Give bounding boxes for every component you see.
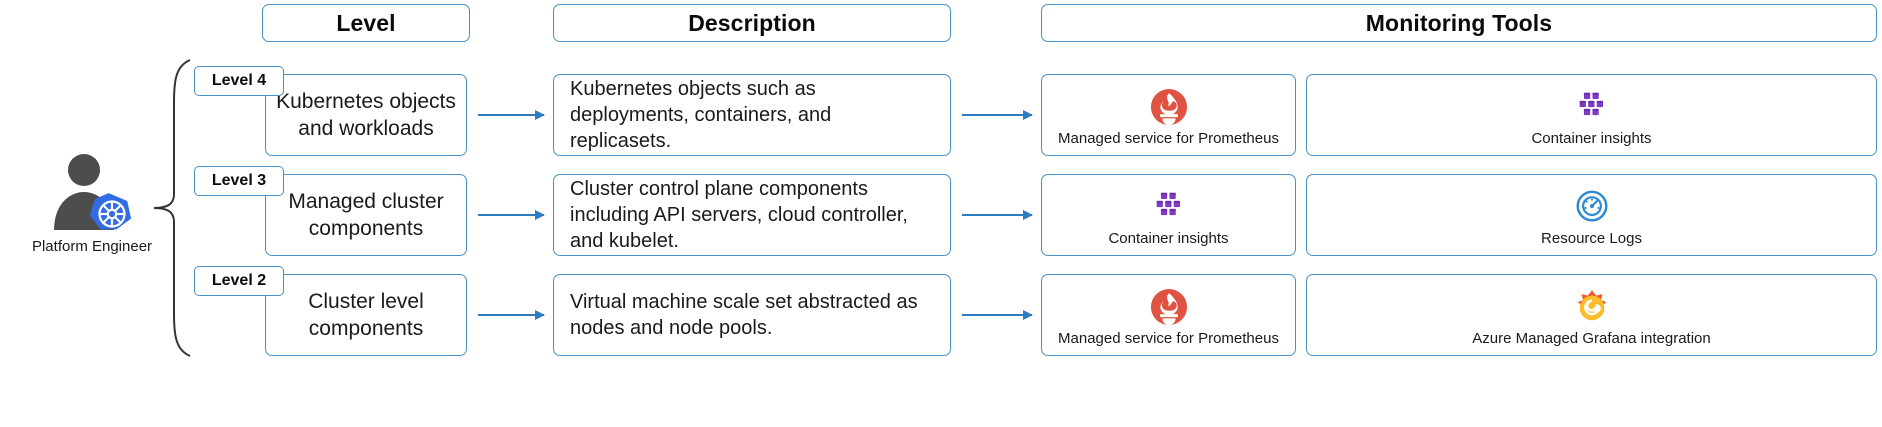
grouping-brace bbox=[153, 59, 191, 357]
tool-card-resource-logs[interactable]: Resource Logs bbox=[1306, 174, 1877, 256]
arrow-level-to-description bbox=[478, 310, 545, 320]
tool-card-container-insights[interactable]: Container insights bbox=[1306, 74, 1877, 156]
resource-logs-icon bbox=[1576, 190, 1607, 222]
tool-card-container-insights[interactable]: Container insights bbox=[1041, 174, 1296, 256]
column-header-level: Level bbox=[262, 4, 470, 42]
level-badge-label: Level 2 bbox=[211, 272, 267, 289]
grafana-icon bbox=[1577, 289, 1606, 320]
prometheus-icon bbox=[1150, 288, 1187, 325]
tool-card-prometheus[interactable]: Managed service for Prometheus bbox=[1041, 274, 1296, 356]
level-box: Kubernetes objects and workloads bbox=[265, 74, 467, 156]
description-box-text: Cluster control plane components includi… bbox=[570, 178, 908, 252]
level-badge: Level 4 bbox=[194, 66, 284, 96]
level-box-label: Managed cluster components bbox=[288, 190, 444, 240]
platform-engineer-kubernetes-icon bbox=[54, 154, 132, 230]
container-insights-icon bbox=[1156, 192, 1180, 215]
tool-card-label: Resource Logs bbox=[1541, 229, 1642, 247]
tool-card-label: Managed service for Prometheus bbox=[1058, 329, 1279, 347]
level-box-label: Kubernetes objects and workloads bbox=[276, 90, 456, 140]
column-header-monitoring-tools-label: Monitoring Tools bbox=[1365, 9, 1553, 36]
description-box: Virtual machine scale set abstracted as … bbox=[553, 274, 951, 356]
persona-platform-engineer: Platform Engineer bbox=[12, 152, 172, 255]
column-header-monitoring-tools: Monitoring Tools bbox=[1041, 4, 1877, 42]
level-badge: Level 3 bbox=[194, 166, 284, 196]
level-badge: Level 2 bbox=[194, 266, 284, 296]
description-box-text: Kubernetes objects such as deployments, … bbox=[570, 78, 832, 152]
prometheus-icon bbox=[1150, 88, 1187, 125]
level-box-label: Cluster level components bbox=[308, 290, 424, 340]
tool-card-label: Azure Managed Grafana integration bbox=[1472, 329, 1711, 347]
level-badge-label: Level 4 bbox=[211, 72, 267, 89]
column-header-level-label: Level bbox=[336, 9, 396, 36]
level-box: Managed cluster components bbox=[265, 174, 467, 256]
arrow-level-to-description bbox=[478, 110, 545, 120]
arrow-level-to-description bbox=[478, 210, 545, 220]
tool-card-label: Container insights bbox=[1108, 229, 1229, 247]
tool-card-grafana[interactable]: Azure Managed Grafana integration bbox=[1306, 274, 1877, 356]
arrow-description-to-tools bbox=[962, 310, 1033, 320]
persona-label: Platform Engineer bbox=[31, 238, 153, 255]
tool-card-prometheus[interactable]: Managed service for Prometheus bbox=[1041, 74, 1296, 156]
container-insights-icon bbox=[1579, 92, 1603, 115]
description-box-text: Virtual machine scale set abstracted as … bbox=[570, 291, 918, 339]
arrow-description-to-tools bbox=[962, 110, 1033, 120]
tool-card-label: Managed service for Prometheus bbox=[1058, 129, 1279, 147]
tool-card-label: Container insights bbox=[1531, 129, 1652, 147]
level-box: Cluster level components bbox=[265, 274, 467, 356]
description-box: Cluster control plane components includi… bbox=[553, 174, 951, 256]
column-header-description: Description bbox=[553, 4, 951, 42]
level-badge-label: Level 3 bbox=[211, 172, 267, 189]
arrow-description-to-tools bbox=[962, 210, 1033, 220]
column-header-description-label: Description bbox=[688, 9, 816, 36]
description-box: Kubernetes objects such as deployments, … bbox=[553, 74, 951, 156]
